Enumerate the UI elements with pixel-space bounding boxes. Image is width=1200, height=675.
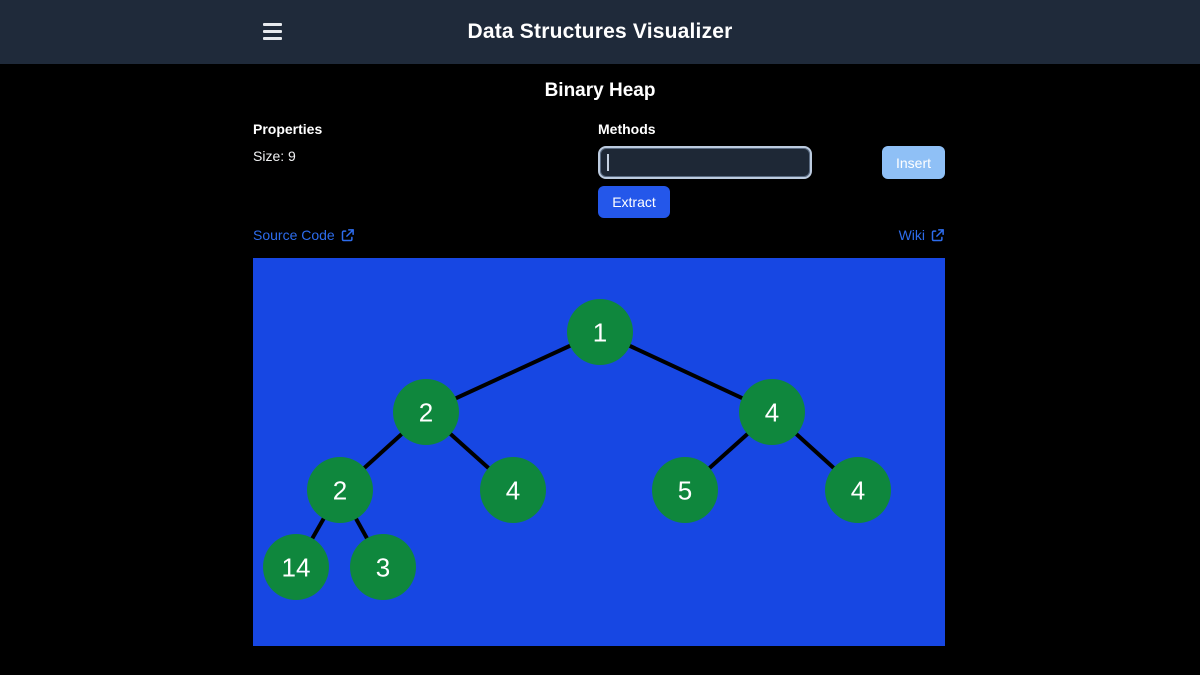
- heap-node: 14: [263, 534, 329, 600]
- heap-node-value: 3: [376, 552, 390, 582]
- heap-node-circle: [567, 299, 633, 365]
- properties-label: Properties: [253, 121, 323, 137]
- heap-size-value: Size: 9: [253, 148, 296, 164]
- heap-node-value: 2: [333, 475, 347, 505]
- heap-node: 2: [393, 379, 459, 445]
- wiki-link-label: Wiki: [898, 227, 925, 243]
- text-cursor: [607, 154, 609, 171]
- external-link-icon: [930, 228, 945, 243]
- heap-node-value: 1: [593, 317, 607, 347]
- wiki-link[interactable]: Wiki: [899, 227, 945, 243]
- heap-node-value: 4: [506, 475, 520, 505]
- source-code-link[interactable]: Source Code: [253, 227, 355, 243]
- app-title: Data Structures Visualizer: [467, 20, 733, 43]
- heap-node-circle: [263, 534, 329, 600]
- heap-node: 2: [307, 457, 373, 523]
- heap-node-value: 2: [419, 397, 433, 427]
- heap-node-circle: [307, 457, 373, 523]
- navbar: Data Structures Visualizer: [0, 0, 1200, 64]
- heap-node: 4: [480, 457, 546, 523]
- page-title: Binary Heap: [544, 80, 656, 101]
- insert-button[interactable]: Insert: [882, 146, 945, 179]
- heap-node-circle: [739, 379, 805, 445]
- methods-label: Methods: [598, 121, 656, 137]
- heap-node-value: 14: [282, 552, 311, 582]
- source-code-link-label: Source Code: [253, 227, 335, 243]
- extract-button[interactable]: Extract: [598, 186, 670, 218]
- heap-node-circle: [480, 457, 546, 523]
- heap-node-value: 4: [851, 475, 865, 505]
- heap-node: 1: [567, 299, 633, 365]
- heap-tree: 1 2 4 2 4 5 4 14 3: [263, 299, 891, 600]
- heap-node-circle: [350, 534, 416, 600]
- heap-node-circle: [825, 457, 891, 523]
- heap-node: 3: [350, 534, 416, 600]
- heap-node: 5: [652, 457, 718, 523]
- heap-visualization-canvas: 1 2 4 2 4 5 4 14 3: [253, 258, 945, 646]
- heap-node-circle: [652, 457, 718, 523]
- heap-node: 4: [739, 379, 805, 445]
- external-link-icon: [340, 228, 355, 243]
- heap-node-value: 5: [678, 475, 692, 505]
- menu-icon[interactable]: [263, 23, 282, 40]
- heap-node-circle: [393, 379, 459, 445]
- heap-node: 4: [825, 457, 891, 523]
- heap-node-value: 4: [765, 397, 779, 427]
- insert-value-input[interactable]: [598, 146, 812, 179]
